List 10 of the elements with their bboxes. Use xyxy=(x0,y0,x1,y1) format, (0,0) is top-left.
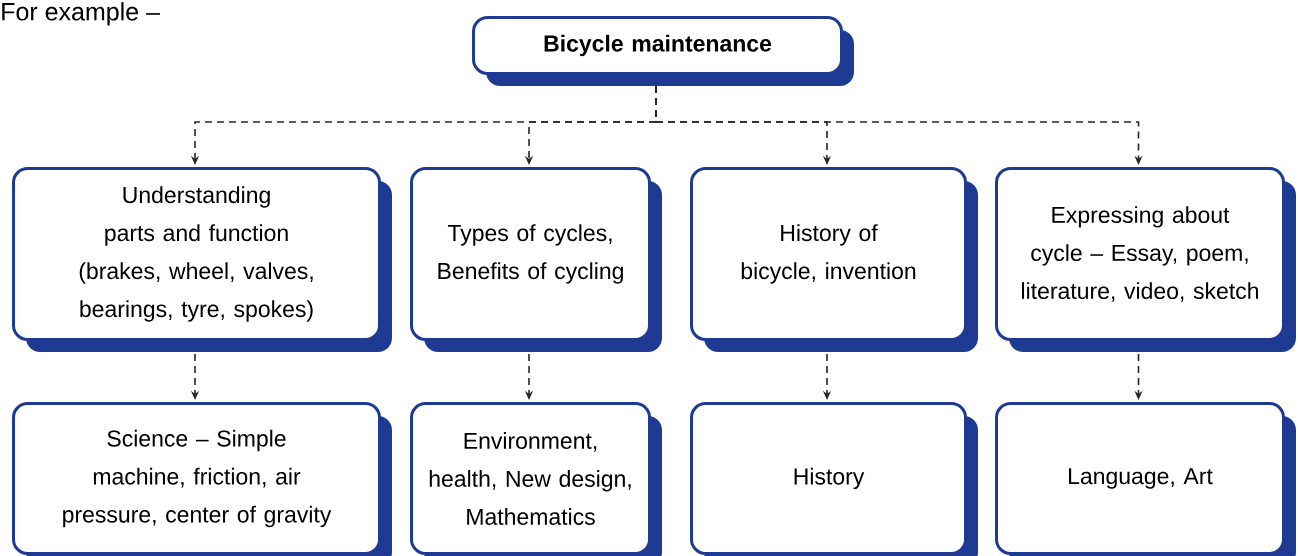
topic-box: Science – Simple machine, friction, air pressure, center of gravity xyxy=(12,402,392,556)
topic-box: History xyxy=(690,402,978,556)
title-box: Bicycle maintenance xyxy=(472,16,854,86)
topic-box: Expressing about cycle – Essay, poem, literature, video, sketch xyxy=(995,167,1296,352)
topic-box: Understanding parts and function (brakes, wheel, valves, bearings, tyre, spokes) xyxy=(12,167,392,352)
topic-box: Types of cycles, Benefits of cycling xyxy=(410,167,662,352)
heading: For example – xyxy=(2,2,160,26)
topic-box: History of bicycle, invention xyxy=(690,167,978,352)
topic-box: Environment, health, New design, Mathematics xyxy=(410,402,662,556)
topic-box: Language, Art xyxy=(995,402,1296,556)
